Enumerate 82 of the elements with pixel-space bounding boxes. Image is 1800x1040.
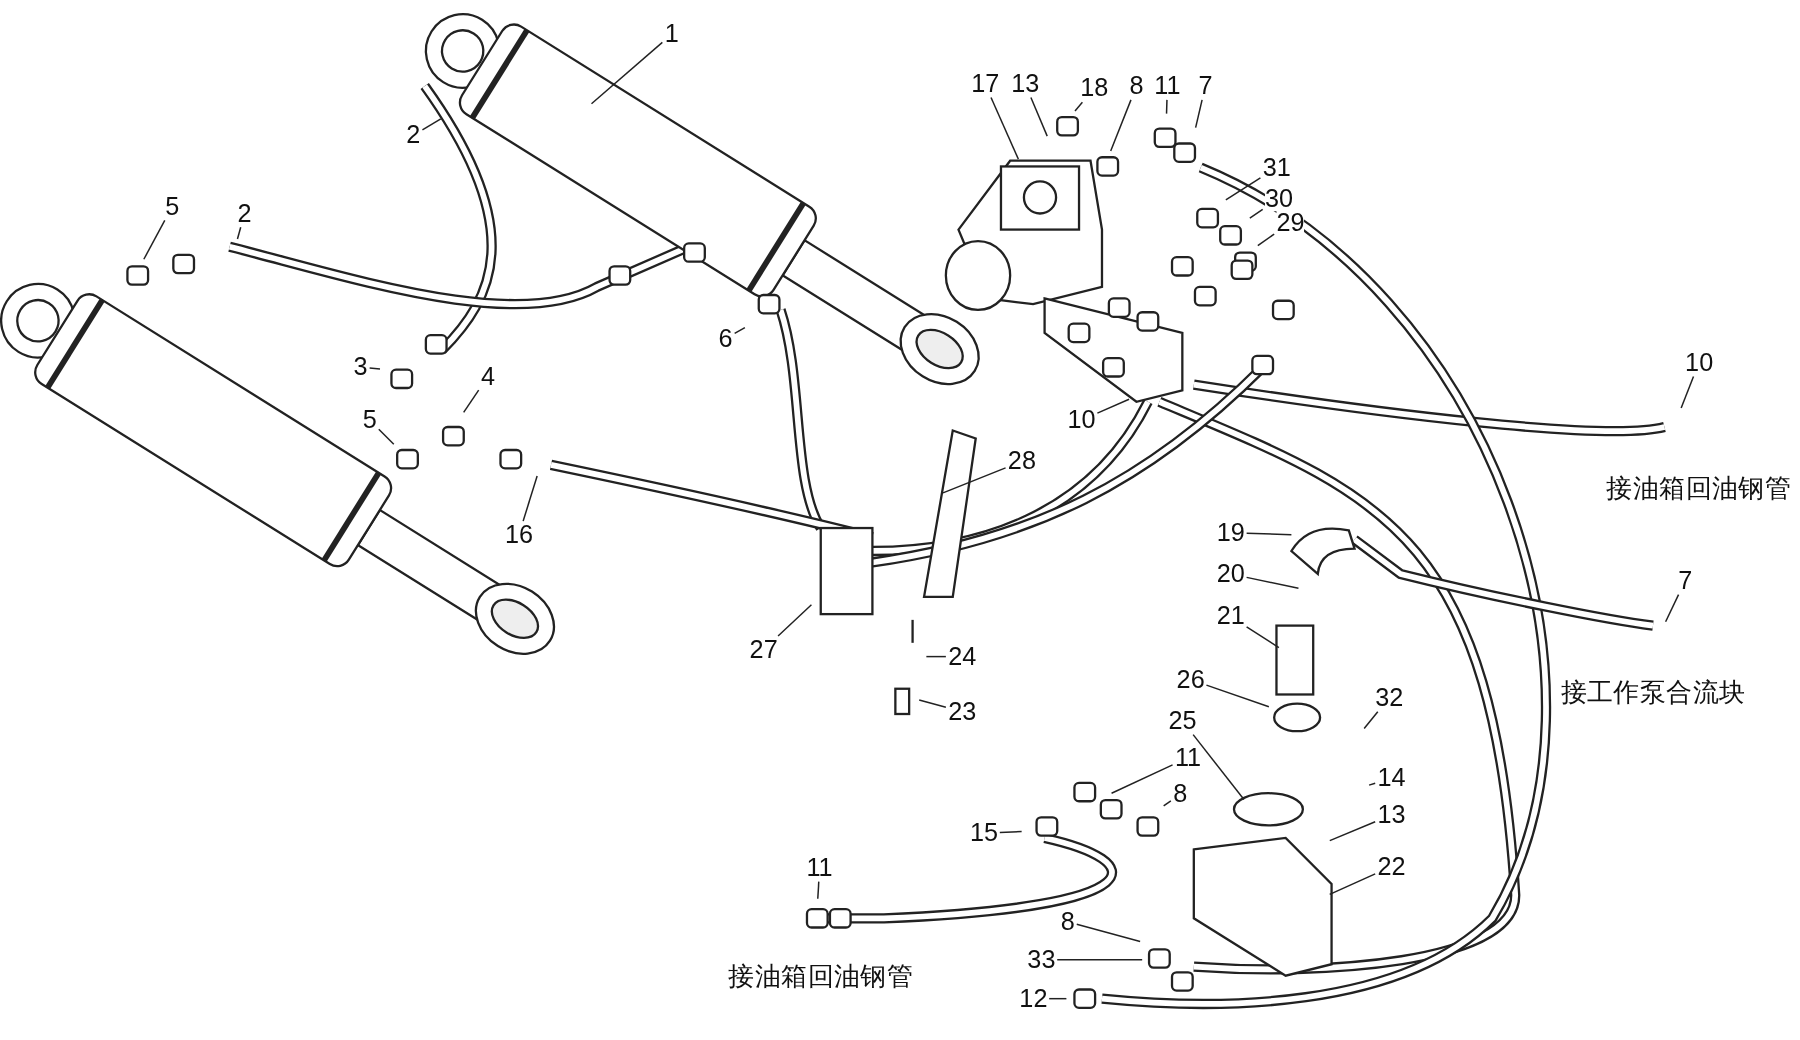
callout-number: 13 bbox=[1377, 802, 1406, 828]
leader-line bbox=[925, 655, 947, 658]
callout-number: 23 bbox=[948, 699, 977, 725]
callout-number: 11 bbox=[1174, 745, 1202, 771]
leader-line bbox=[1076, 923, 1141, 943]
callout-number: 4 bbox=[480, 363, 496, 390]
leader-line bbox=[1048, 997, 1068, 1000]
leader-line bbox=[1245, 626, 1280, 649]
leader-line bbox=[236, 226, 242, 240]
callout-number: 19 bbox=[1216, 520, 1245, 546]
leader-line bbox=[1165, 99, 1168, 115]
leader-line bbox=[368, 367, 381, 370]
callout-number: 18 bbox=[1080, 75, 1109, 101]
leader-line bbox=[918, 699, 947, 709]
leader-line bbox=[421, 118, 442, 131]
callout-number: 28 bbox=[1007, 448, 1036, 475]
callout-number: 27 bbox=[749, 637, 778, 663]
leader-line bbox=[1664, 593, 1680, 623]
callout-number: 13 bbox=[1011, 71, 1040, 97]
leader-line bbox=[143, 219, 166, 260]
callout-number: 17 bbox=[971, 71, 1000, 97]
leader-line bbox=[1109, 99, 1132, 152]
callout-number: 8 bbox=[1173, 781, 1188, 807]
leader-line bbox=[1162, 800, 1172, 807]
leader-line bbox=[1257, 233, 1275, 247]
callout-number: 26 bbox=[1176, 666, 1205, 693]
leader-line bbox=[1096, 398, 1130, 414]
leader-line bbox=[1363, 710, 1379, 730]
callout-number: 32 bbox=[1375, 685, 1404, 711]
callout-number: 24 bbox=[948, 643, 977, 670]
callout-number: 33 bbox=[1027, 947, 1056, 973]
leader-line bbox=[733, 326, 746, 335]
callout-number: 7 bbox=[1198, 73, 1213, 99]
callout-number: 14 bbox=[1377, 765, 1406, 791]
callout-number: 25 bbox=[1168, 708, 1197, 734]
callout-number: 5 bbox=[362, 407, 377, 433]
leader-line bbox=[777, 603, 813, 637]
callout-number: 7 bbox=[1678, 568, 1693, 594]
leader-line bbox=[1249, 208, 1264, 219]
callout-number: 2 bbox=[237, 200, 252, 227]
callout-number: 8 bbox=[1129, 73, 1144, 99]
leader-line bbox=[1194, 99, 1203, 129]
callout-number: 16 bbox=[505, 522, 534, 548]
callout-number: 2 bbox=[406, 122, 421, 149]
callout-number: 11 bbox=[1154, 73, 1181, 99]
leader-line bbox=[1368, 782, 1376, 786]
leader-line bbox=[1245, 576, 1300, 590]
leader-line bbox=[1225, 177, 1262, 201]
pipe-note: 接油箱回油钢管 bbox=[1606, 471, 1792, 505]
callout-number: 12 bbox=[1019, 986, 1048, 1012]
leader-line bbox=[1245, 532, 1293, 536]
callout-number: 22 bbox=[1377, 854, 1406, 880]
leader-line bbox=[1680, 375, 1695, 409]
callout-number: 10 bbox=[1067, 407, 1096, 433]
leader-line bbox=[1030, 96, 1048, 137]
callout-number: 10 bbox=[1685, 350, 1714, 376]
pipe-note: 接工作泵合流块 bbox=[1560, 675, 1746, 709]
callout-number: 20 bbox=[1216, 561, 1245, 587]
callout-number: 15 bbox=[970, 820, 999, 846]
leader-line bbox=[990, 96, 1020, 160]
leader-line bbox=[1110, 764, 1174, 794]
leader-line bbox=[1328, 873, 1376, 896]
leader-line bbox=[522, 475, 538, 522]
callout-number: 1 bbox=[664, 21, 679, 48]
leader-line bbox=[590, 41, 664, 105]
callout-number: 11 bbox=[806, 855, 833, 881]
leader-line bbox=[999, 830, 1023, 834]
callout-number: 6 bbox=[718, 326, 733, 352]
leader-line bbox=[1074, 101, 1084, 112]
leader-line bbox=[1329, 820, 1376, 842]
leader-line bbox=[1056, 958, 1143, 961]
callout-number: 8 bbox=[1060, 909, 1075, 935]
pipe-note: 接油箱回油钢管 bbox=[728, 959, 914, 993]
leader-line bbox=[942, 467, 1007, 494]
leader-line bbox=[817, 880, 820, 900]
callout-number: 3 bbox=[353, 354, 368, 380]
callout-number: 5 bbox=[165, 194, 180, 220]
leader-line bbox=[378, 428, 395, 446]
leader-line bbox=[462, 389, 480, 414]
callout-number: 21 bbox=[1216, 603, 1245, 630]
leader-line bbox=[1192, 733, 1245, 801]
leader-line bbox=[1205, 684, 1270, 708]
